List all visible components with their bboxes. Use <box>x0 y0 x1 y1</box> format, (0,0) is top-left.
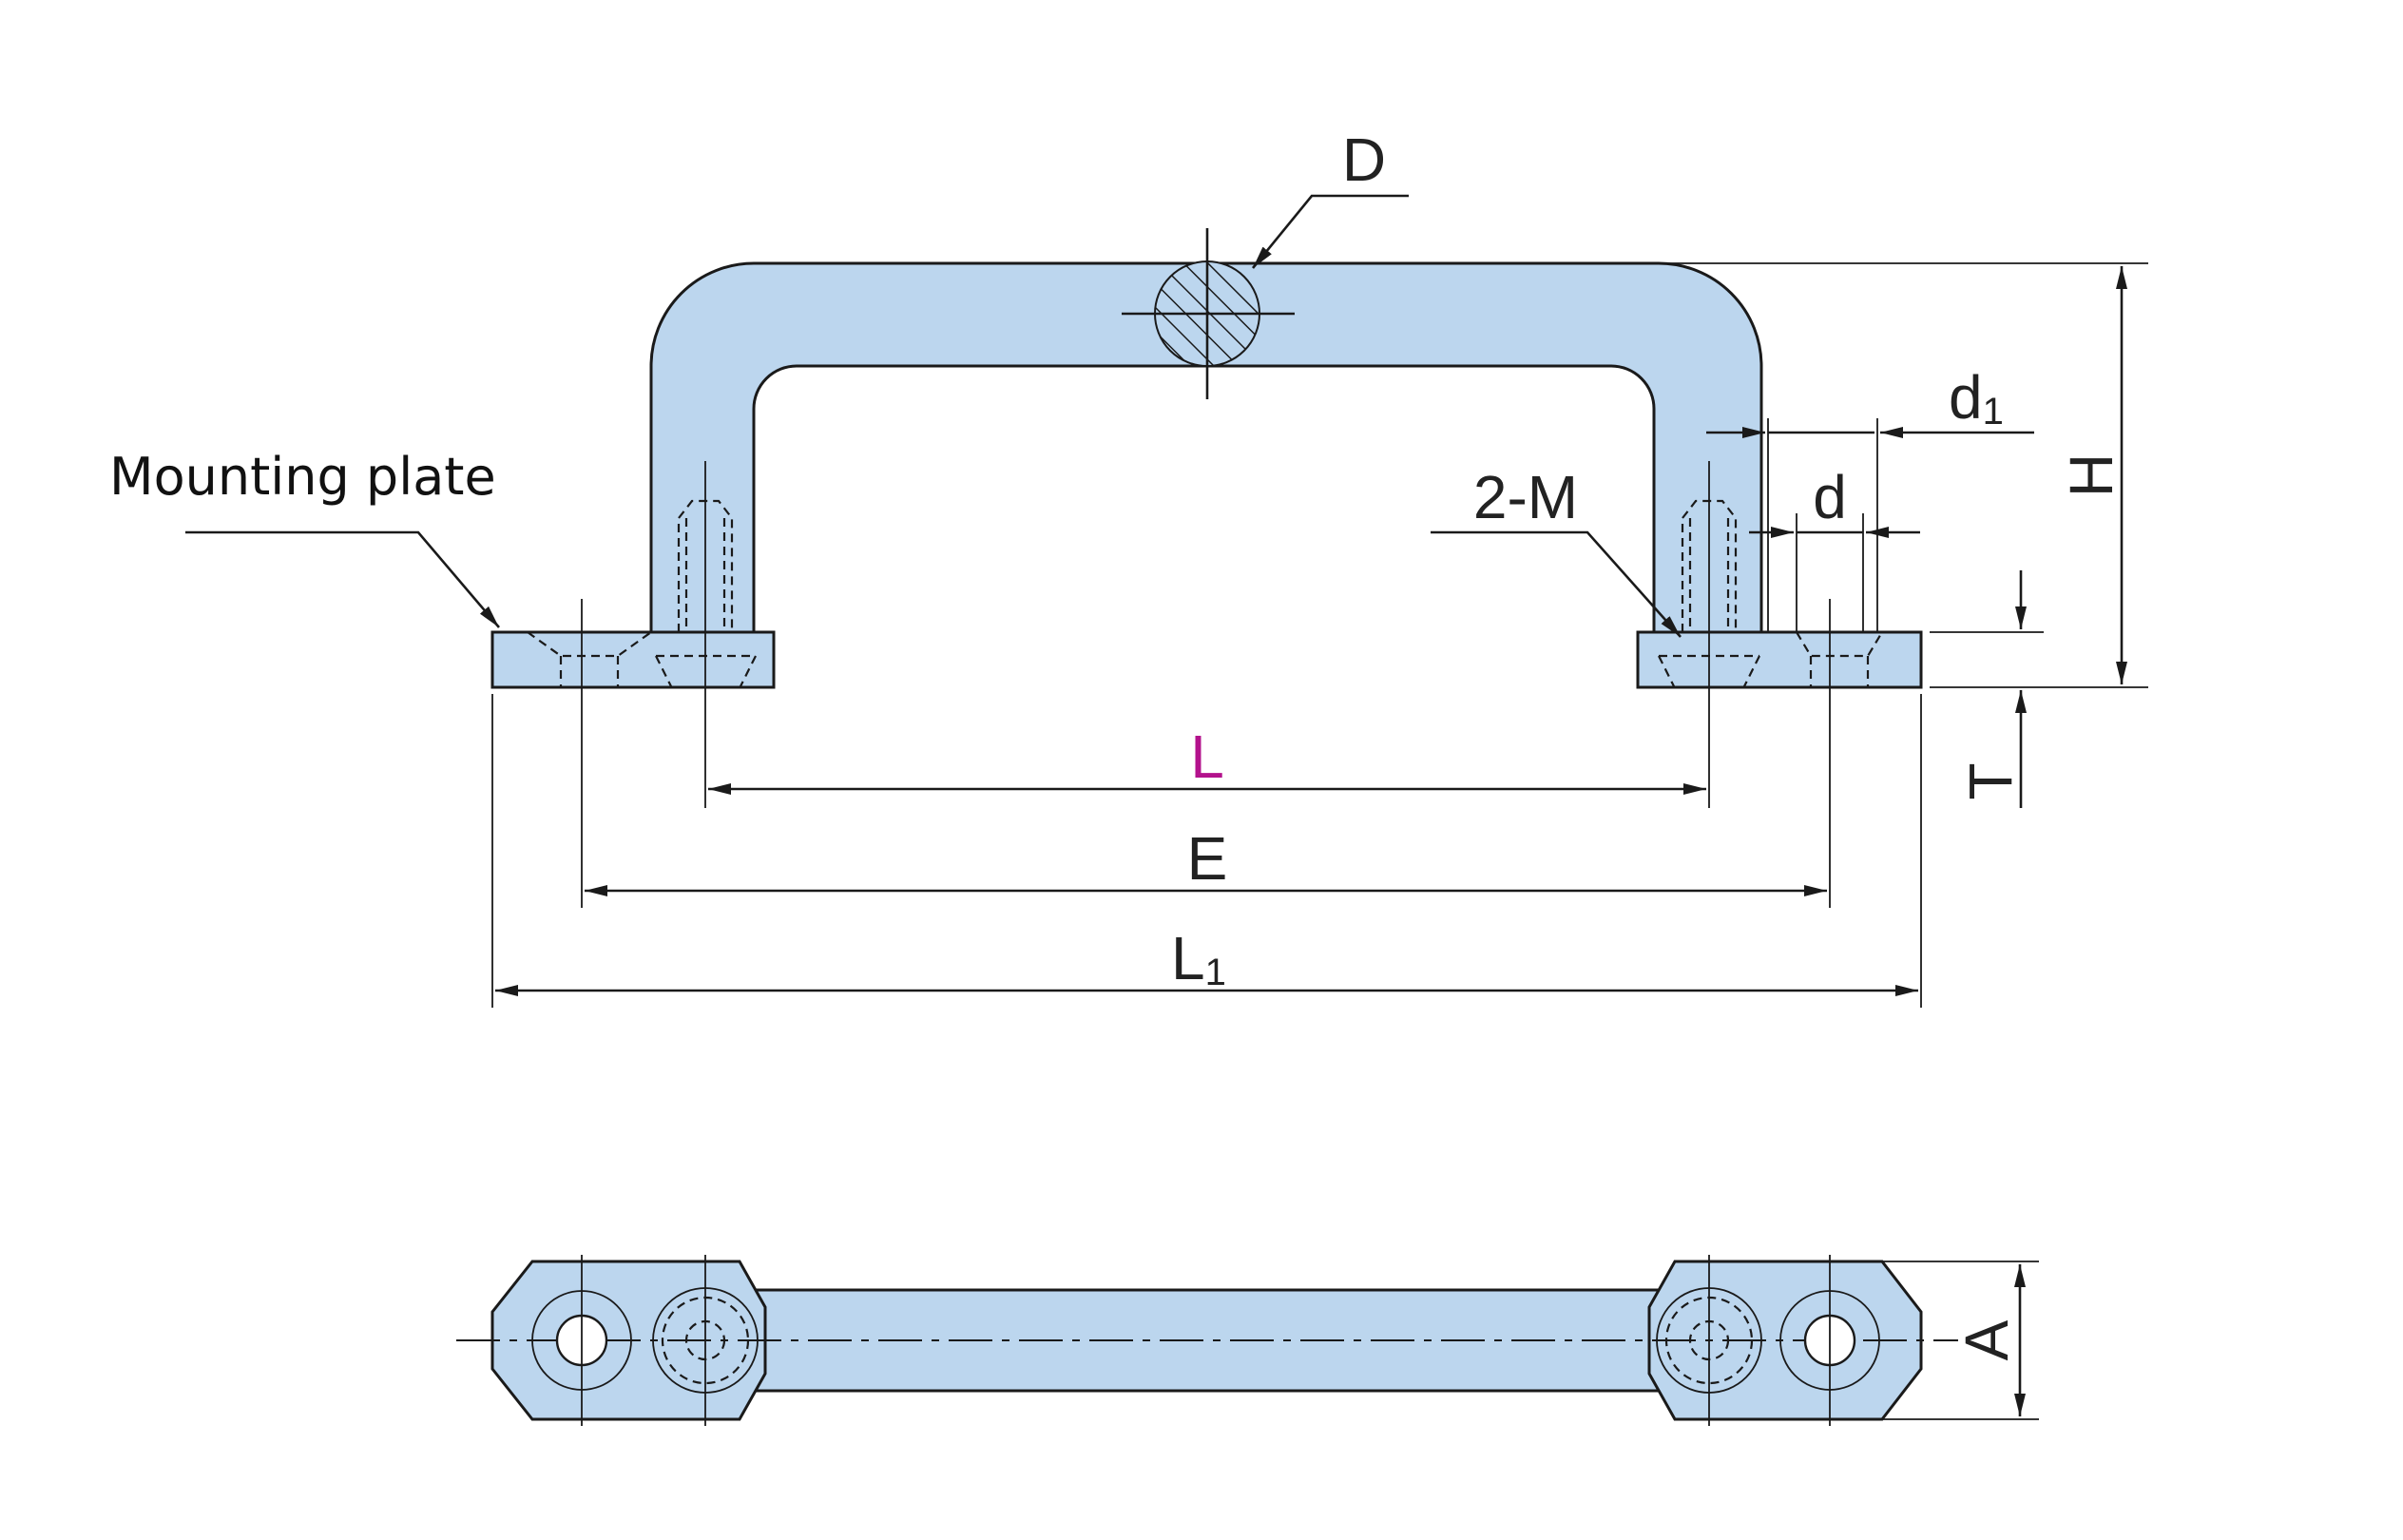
dim-L1-label: L1 <box>1171 924 1226 993</box>
dim-d-label: d <box>1813 463 1847 531</box>
dim-d1-label: d1 <box>1949 363 2004 433</box>
leader-D <box>1251 194 1409 269</box>
front-view: L E L1 H T d1 d <box>109 125 2148 1008</box>
thread-hidden-right <box>1658 461 1760 722</box>
mounting-plate-left <box>490 630 776 689</box>
leader-2-M <box>1431 530 1682 638</box>
dim-E-label: E <box>1187 824 1228 893</box>
dim-A-label: A <box>1952 1319 2021 1360</box>
dim-L-label: L <box>1190 722 1224 791</box>
mounting-plate-right <box>1636 630 1923 689</box>
dim-T-label: T <box>1956 762 2025 799</box>
leader-mounting-plate <box>185 530 500 628</box>
plate-holes-hidden <box>527 599 1883 722</box>
thread-hidden-left <box>655 461 757 722</box>
dim-H-label: H <box>2057 453 2125 497</box>
handle-bar <box>649 261 1763 644</box>
top-view: A <box>456 1255 2039 1426</box>
label-2-M: 2-M <box>1473 463 1578 531</box>
label-mounting-plate: Mounting plate <box>109 447 496 507</box>
label-D: D <box>1342 125 1386 194</box>
